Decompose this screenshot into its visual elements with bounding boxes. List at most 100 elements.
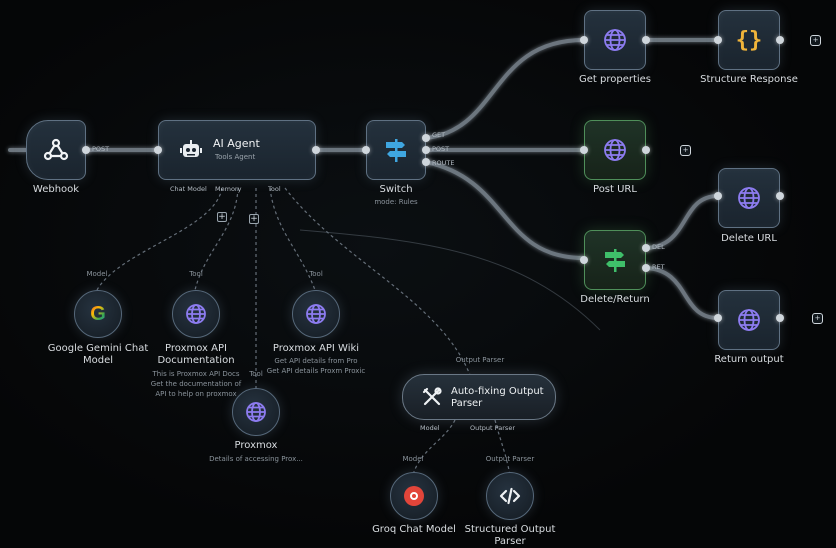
structured-output-label-2: Parser [494,536,526,547]
return-output-node[interactable] [718,290,780,350]
structure-response-label: Structure Response [700,74,798,85]
return-output-output-port[interactable] [776,314,784,322]
globe-icon [306,304,326,324]
switch-get-port[interactable] [422,134,430,142]
structured-output-port-label: Output Parser [485,455,535,463]
structured-output-label-1: Structured Output [464,524,556,535]
signpost-icon [386,139,406,162]
groq-icon [404,486,424,506]
post-url-output-port[interactable] [642,146,650,154]
tools-icon [422,387,442,406]
ai-agent-chat-model-port: Chat Model [170,185,207,193]
globe-icon [738,309,760,331]
proxmox-port-label: Tool [249,370,263,378]
switch-mode: mode: Rules [374,198,418,206]
delete-return-del-port[interactable] [642,244,650,252]
delete-return-input-port[interactable] [580,256,588,264]
gemini-port-label: Model [86,270,108,278]
get-properties-node[interactable] [584,10,646,70]
auto-fixing-input-port-label: Output Parser [455,356,505,364]
ai-agent-input-port[interactable] [154,146,162,154]
webhook-node[interactable] [26,120,86,180]
return-output-label: Return output [714,354,784,365]
proxmox-api-wiki-label: Proxmox API Wiki [272,343,360,354]
return-output-input-port[interactable] [714,314,722,322]
robot-icon [180,140,202,157]
code-icon [499,487,521,505]
ai-agent-memory-port: Memory [215,185,242,193]
google-gemini-node[interactable]: G [74,290,122,338]
ai-agent-tool-port: Tool [268,185,281,193]
proxmox-api-doc-node[interactable] [172,290,220,338]
delete-url-input-port[interactable] [714,192,722,200]
add-tool-button[interactable]: + [249,214,259,224]
delete-return-output-ret: RET [652,263,665,271]
auto-fixing-model-port: Model [420,424,440,432]
delete-url-label: Delete URL [721,233,777,244]
webhook-label: Webhook [32,184,80,195]
switch-output-route: ROUTE [432,159,455,167]
switch-node[interactable] [366,120,426,180]
structure-response-input-port[interactable] [714,36,722,44]
delete-url-output-port[interactable] [776,192,784,200]
webhook-output-port[interactable] [82,146,90,154]
delete-url-node[interactable] [718,168,780,228]
globe-icon [738,187,760,209]
ai-agent-title: AI Agent [213,137,260,150]
post-url-input-port[interactable] [580,146,588,154]
post-url-node[interactable] [584,120,646,180]
proxmox-api-doc-label-1: Proxmox API [165,343,227,354]
proxmox-api-doc-desc-1: This is Proxmox API Docs [152,370,240,378]
switch-output-get: GET [432,131,446,139]
delete-return-output-del: DEL [652,243,665,251]
post-url-label: Post URL [593,184,637,195]
get-properties-label: Get properties [578,74,652,85]
delete-return-label: Delete/Return [580,294,650,305]
globe-icon [604,139,626,161]
signpost-icon [605,249,625,272]
proxmox-wiki-port-label: Tool [309,270,323,278]
delete-return-ret-port[interactable] [642,264,650,272]
structure-response-node[interactable]: {} [718,10,780,70]
ai-agent-node[interactable]: AI Agent Tools Agent [158,120,316,180]
groq-port-label: Model [402,455,424,463]
proxmox-doc-port-label: Tool [189,270,203,278]
proxmox-api-wiki-desc-1: Get API details from Pro [274,357,358,365]
webhook-wire-label: POST [92,145,110,153]
get-properties-output-port[interactable] [642,36,650,44]
add-memory-button[interactable]: + [217,212,227,222]
auto-fixing-output-parser-node[interactable]: Auto-fixing Output Parser [402,374,556,420]
return-output-add-button[interactable]: + [812,313,823,324]
groq-chat-model-node[interactable] [390,472,438,520]
post-url-add-button[interactable]: + [680,145,691,156]
google-icon: G [90,302,106,325]
proxmox-node[interactable] [232,388,280,436]
switch-label: Switch [379,184,413,195]
auto-fixing-label-1: Auto-fixing Output [451,386,544,397]
groq-chat-model-label: Groq Chat Model [372,524,456,535]
auto-fixing-parser-port: Output Parser [470,424,515,432]
switch-input-port[interactable] [362,146,370,154]
proxmox-api-wiki-node[interactable] [292,290,340,338]
switch-post-port[interactable] [422,146,430,154]
structure-response-add-button[interactable]: + [810,35,821,46]
proxmox-api-doc-label-2: Documentation [157,355,235,366]
proxmox-desc: Details of accessing Prox... [209,455,303,463]
webhook-icon [43,138,69,161]
braces-icon: {} [735,27,763,53]
proxmox-label: Proxmox [234,440,278,451]
structured-output-parser-node[interactable] [486,472,534,520]
switch-route-port[interactable] [422,158,430,166]
globe-icon [246,402,266,422]
proxmox-api-doc-desc-3: API to help on proxmox [155,390,237,398]
globe-icon [604,29,626,51]
proxmox-api-doc-desc-2: Get the documentation of [150,380,242,388]
get-properties-input-port[interactable] [580,36,588,44]
globe-icon [186,304,206,324]
ai-agent-output-port[interactable] [312,146,320,154]
switch-output-post: POST [432,145,450,153]
structure-response-output-port[interactable] [776,36,784,44]
google-gemini-label-1: Google Gemini Chat [47,343,149,354]
delete-return-node[interactable] [584,230,646,290]
